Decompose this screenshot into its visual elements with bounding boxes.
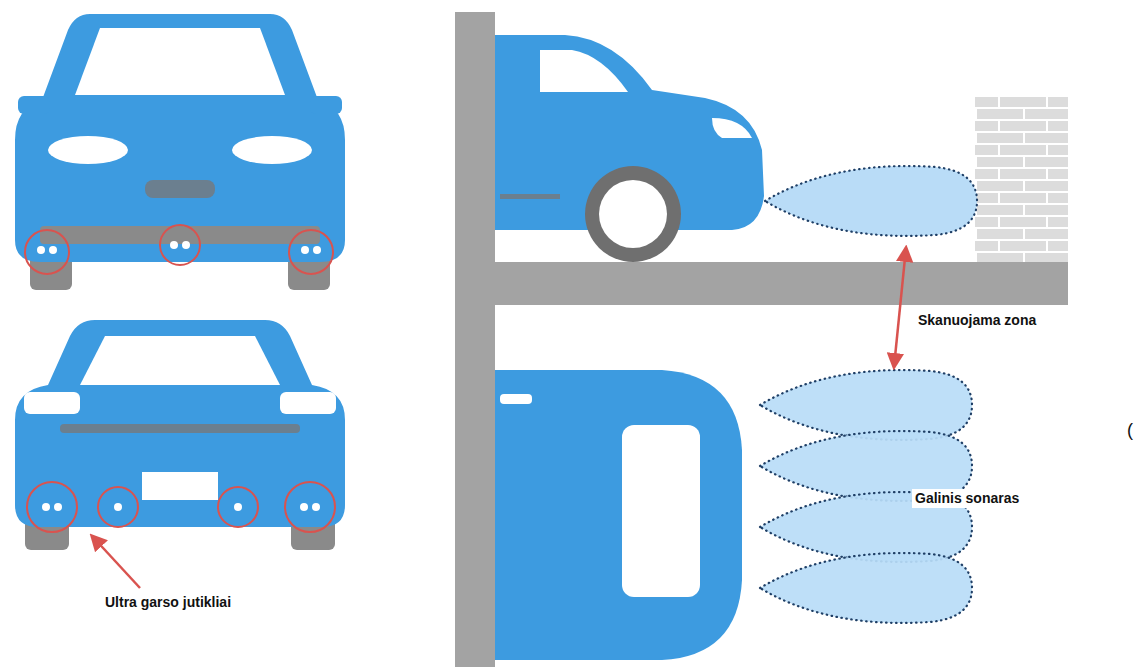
zone-label: Skanuojama zona bbox=[918, 312, 1036, 329]
garage-wall bbox=[455, 12, 495, 667]
car-rear-view bbox=[15, 320, 345, 550]
mirror bbox=[310, 96, 342, 114]
car-front-view bbox=[15, 14, 345, 290]
sonar-label: Galinis sonaras bbox=[912, 489, 1022, 508]
taillight bbox=[24, 392, 80, 414]
headlight bbox=[48, 136, 128, 164]
car-body bbox=[15, 320, 345, 527]
trim-bar bbox=[60, 424, 300, 433]
side-window bbox=[540, 50, 628, 92]
roof-strip bbox=[500, 394, 532, 404]
scan-lobe bbox=[760, 553, 972, 623]
side-trim bbox=[500, 194, 560, 199]
rear-window bbox=[622, 425, 700, 597]
sensor-highlight bbox=[27, 482, 335, 532]
car-side-view bbox=[495, 35, 764, 262]
pointer-arrow bbox=[92, 536, 140, 588]
car-body bbox=[495, 370, 742, 660]
sensor-dots bbox=[37, 241, 321, 254]
rear-window bbox=[80, 336, 280, 385]
brick-wall bbox=[975, 95, 1068, 262]
taillight bbox=[280, 392, 336, 414]
bumper bbox=[40, 226, 320, 244]
scan-lobe bbox=[760, 370, 972, 440]
wheel-rim bbox=[599, 180, 667, 248]
mirror bbox=[18, 96, 50, 114]
grille bbox=[145, 180, 215, 198]
headlight bbox=[232, 136, 312, 164]
headlight bbox=[712, 118, 752, 138]
sensor-label: Ultra garso jutikliai bbox=[105, 594, 231, 611]
zone-arrow bbox=[894, 248, 906, 367]
garage-floor bbox=[495, 262, 1068, 305]
sensor-dots bbox=[42, 503, 320, 511]
sensor-highlight bbox=[25, 225, 333, 274]
windshield bbox=[75, 28, 285, 95]
car-top-view bbox=[495, 370, 742, 660]
edge-fragment: ( bbox=[1127, 420, 1133, 442]
license-plate bbox=[142, 472, 218, 500]
scan-lobe bbox=[765, 166, 977, 236]
wheel bbox=[585, 166, 681, 262]
